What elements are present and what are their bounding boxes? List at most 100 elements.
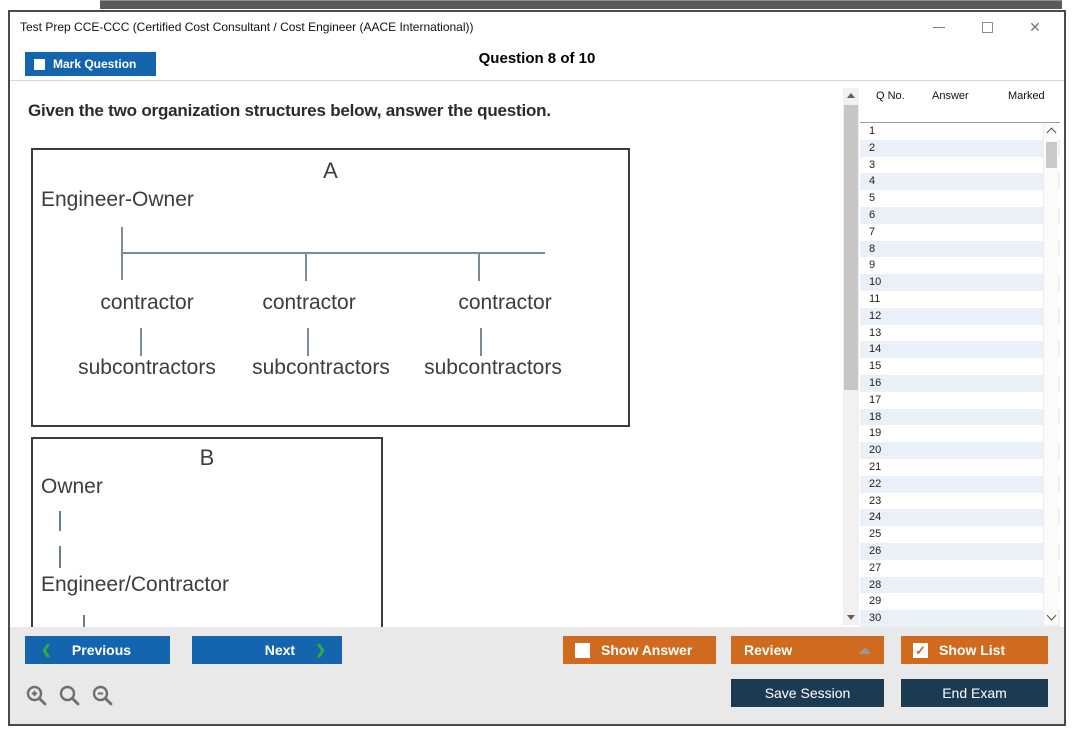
q-number: 16 bbox=[869, 376, 882, 389]
q-number: 30 bbox=[869, 612, 882, 625]
table-row[interactable]: 18 bbox=[860, 408, 1060, 426]
table-row[interactable]: 16 bbox=[860, 374, 1060, 392]
table-row[interactable]: 17 bbox=[860, 392, 1060, 409]
mark-question-button[interactable]: Mark Question bbox=[25, 52, 156, 76]
mark-question-checkbox[interactable] bbox=[34, 58, 45, 70]
q-answer bbox=[916, 509, 992, 526]
maximize-button[interactable] bbox=[980, 20, 994, 34]
review-dropdown[interactable]: Review bbox=[731, 636, 884, 664]
save-session-button[interactable]: Save Session bbox=[731, 679, 884, 707]
show-list-button[interactable]: ✓ Show List bbox=[901, 636, 1048, 664]
table-row[interactable]: 25 bbox=[860, 526, 1060, 543]
table-row[interactable]: 15 bbox=[860, 358, 1060, 375]
table-row[interactable]: 5 bbox=[860, 190, 1060, 207]
scroll-up-button[interactable] bbox=[843, 88, 859, 103]
window-controls: ✕ bbox=[932, 12, 1042, 42]
table-row[interactable]: 26 bbox=[860, 542, 1060, 560]
table-row[interactable]: 4 bbox=[860, 173, 1060, 191]
q-number: 20 bbox=[869, 444, 882, 457]
question-header-bar: Mark Question Question 8 of 10 bbox=[10, 42, 1064, 80]
q-number: 9 bbox=[869, 259, 876, 272]
table-row[interactable]: 20 bbox=[860, 442, 1060, 459]
q-answer bbox=[916, 257, 992, 274]
q-answer bbox=[916, 610, 992, 627]
table-row[interactable]: 3 bbox=[860, 157, 1060, 174]
q-number: 17 bbox=[869, 393, 882, 406]
table-row[interactable]: 29 bbox=[860, 593, 1060, 610]
table-row[interactable]: 21 bbox=[860, 459, 1060, 476]
list-scrollbar-thumb[interactable] bbox=[1046, 142, 1057, 168]
table-row[interactable]: 1 bbox=[860, 123, 1060, 140]
show-answer-button[interactable]: Show Answer bbox=[563, 636, 716, 664]
q-answer bbox=[916, 308, 992, 325]
q-answer bbox=[916, 207, 992, 224]
show-list-checkbox[interactable]: ✓ bbox=[913, 642, 928, 658]
table-row[interactable]: 28 bbox=[860, 576, 1060, 594]
q-answer bbox=[916, 543, 992, 560]
table-row[interactable]: 13 bbox=[860, 325, 1060, 342]
connector-line bbox=[480, 328, 482, 356]
minimize-button[interactable] bbox=[932, 20, 946, 34]
table-row[interactable]: 27 bbox=[860, 560, 1060, 577]
connector-line bbox=[140, 328, 142, 356]
app-window: Test Prep CCE-CCC (Certified Cost Consul… bbox=[8, 10, 1066, 726]
save-session-label: Save Session bbox=[764, 685, 851, 701]
table-row[interactable]: 10 bbox=[860, 274, 1060, 291]
q-number: 19 bbox=[869, 427, 882, 440]
next-label: Next bbox=[264, 642, 296, 658]
org-chart-b: B Owner Engineer/Contractor bbox=[31, 437, 383, 627]
org-chart-a-title: A bbox=[323, 158, 338, 183]
table-row[interactable]: 23 bbox=[860, 493, 1060, 510]
table-row[interactable]: 11 bbox=[860, 291, 1060, 308]
q-number: 13 bbox=[869, 326, 882, 339]
q-number: 29 bbox=[869, 595, 882, 608]
question-prompt: Given the two organization structures be… bbox=[28, 101, 551, 120]
q-answer bbox=[916, 341, 992, 358]
triangle-down-icon bbox=[847, 615, 855, 620]
question-list: 1 2 3 bbox=[860, 123, 1060, 627]
column-header-qno: Q No. bbox=[876, 90, 905, 102]
org-chart-a-grandchild: subcontractors bbox=[78, 356, 216, 379]
end-exam-button[interactable]: End Exam bbox=[901, 679, 1048, 707]
q-number: 21 bbox=[869, 460, 882, 473]
table-row[interactable]: 14 bbox=[860, 341, 1060, 359]
table-row[interactable]: 24 bbox=[860, 509, 1060, 527]
chevron-up-icon[interactable] bbox=[1046, 127, 1057, 138]
table-row[interactable]: 9 bbox=[860, 257, 1060, 274]
q-answer bbox=[916, 425, 992, 442]
next-button[interactable]: Next ❯ bbox=[192, 636, 342, 664]
table-row[interactable]: 2 bbox=[860, 139, 1060, 157]
close-button[interactable]: ✕ bbox=[1028, 20, 1042, 34]
q-answer bbox=[916, 493, 992, 510]
table-row[interactable]: 19 bbox=[860, 425, 1060, 442]
q-number: 5 bbox=[869, 192, 876, 205]
previous-button[interactable]: ❮ Previous bbox=[25, 636, 170, 664]
scroll-down-button[interactable] bbox=[843, 610, 859, 625]
table-row[interactable]: 6 bbox=[860, 206, 1060, 224]
q-answer bbox=[916, 375, 992, 392]
table-row[interactable]: 12 bbox=[860, 307, 1060, 325]
zoom-reset-icon[interactable] bbox=[58, 684, 82, 708]
q-answer bbox=[916, 560, 992, 577]
q-answer bbox=[916, 291, 992, 308]
chevron-down-icon[interactable] bbox=[1046, 610, 1057, 621]
q-number: 2 bbox=[869, 141, 876, 154]
list-scrollbar[interactable] bbox=[1043, 123, 1058, 625]
q-answer bbox=[916, 123, 992, 140]
table-row[interactable]: 30 bbox=[860, 610, 1060, 627]
connector-line bbox=[59, 511, 61, 531]
q-answer bbox=[916, 392, 992, 409]
q-number: 10 bbox=[869, 276, 882, 289]
zoom-in-icon[interactable] bbox=[25, 684, 49, 708]
show-answer-checkbox[interactable] bbox=[575, 642, 590, 658]
q-number: 22 bbox=[869, 477, 882, 490]
q-answer bbox=[916, 358, 992, 375]
table-row[interactable]: 7 bbox=[860, 224, 1060, 241]
q-number: 4 bbox=[869, 175, 876, 188]
table-row[interactable]: 22 bbox=[860, 475, 1060, 493]
scrollbar-thumb[interactable] bbox=[844, 105, 858, 390]
zoom-out-icon[interactable] bbox=[91, 684, 115, 708]
content-scrollbar[interactable] bbox=[843, 88, 859, 625]
q-number: 11 bbox=[869, 292, 881, 305]
table-row[interactable]: 8 bbox=[860, 240, 1060, 258]
